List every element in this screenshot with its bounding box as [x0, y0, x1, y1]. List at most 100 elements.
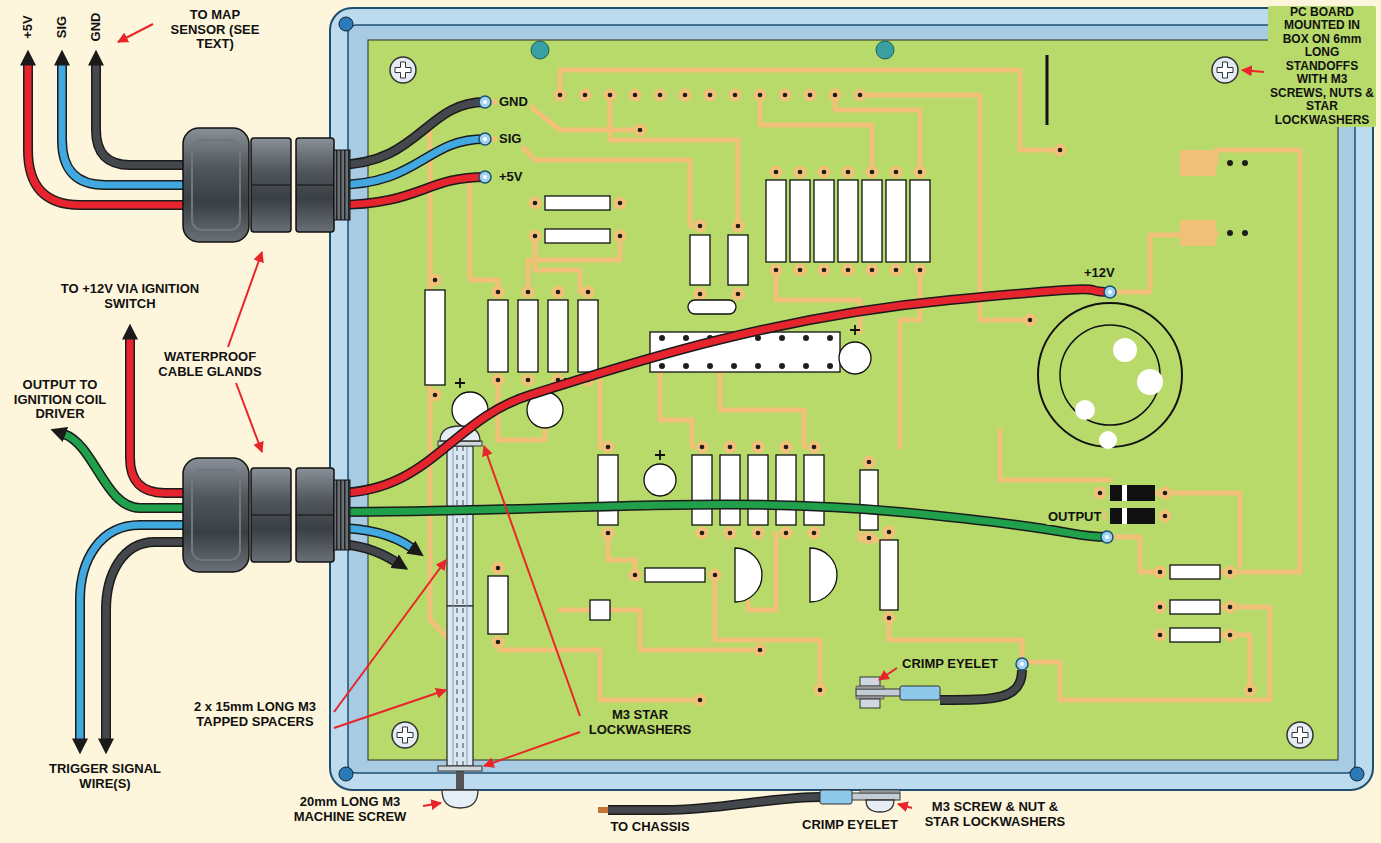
solder-pads: [529, 230, 542, 243]
callout-label: PC BOARD MOUNTED IN BOX ON 6mm LONG STAN…: [1268, 6, 1376, 127]
solder-pads: [602, 441, 615, 454]
piezo-transducer: [1075, 400, 1095, 420]
leader-arrow: [334, 690, 446, 728]
smd-pads: [1227, 160, 1233, 166]
solder-pads: [679, 89, 692, 102]
solder-pads: [818, 264, 831, 277]
wires: [940, 670, 1022, 700]
polarity-marks: [850, 325, 860, 335]
earth-eyelet-inside: [856, 686, 884, 689]
components: [880, 540, 898, 610]
solder-pads: [854, 89, 867, 102]
solder-pads: [704, 89, 717, 102]
solder-pads: [602, 527, 615, 540]
ic-pins: [707, 363, 713, 369]
pad-label: +5V: [497, 170, 525, 185]
wires: [608, 797, 822, 810]
board-screws: [390, 57, 416, 83]
ic-pins: [803, 335, 809, 341]
smd-pads: [1242, 160, 1248, 166]
solder-pads: [752, 441, 765, 454]
solder-pads: [914, 264, 927, 277]
solder-pads: [866, 166, 879, 179]
solder-pads: [752, 527, 765, 540]
solder-pads: [814, 684, 827, 697]
tapped-spacers: [463, 446, 464, 766]
solder-pads: [842, 264, 855, 277]
callout-label: TO MAP SENSOR (SEE TEXT): [167, 8, 264, 52]
solder-pads: [829, 89, 842, 102]
components: [910, 180, 930, 262]
copper-tracks: [900, 270, 920, 447]
enclosure: [339, 17, 353, 31]
components: [645, 568, 705, 582]
earth-eyelet-outside: [866, 800, 894, 812]
diodes: [1110, 508, 1155, 524]
callout-label: 2 x 15mm LONG M3 TAPPED SPACERS: [190, 700, 321, 729]
copper-tracks: [1022, 607, 1270, 700]
solder-pads: [818, 166, 831, 179]
pad-label: +12V: [1082, 266, 1117, 281]
leader-arrow: [484, 732, 580, 766]
components: [488, 576, 508, 634]
solder-pads: [614, 230, 627, 243]
smd-pads: [1180, 150, 1216, 176]
solder-pads: [724, 527, 737, 540]
callout-label: TRIGGER SIGNAL WIRE(S): [45, 762, 165, 791]
board-screws: [390, 57, 1313, 748]
enclosure: [330, 8, 1373, 790]
cable-gland: [183, 128, 350, 242]
enclosure: [339, 767, 353, 781]
ic-pins: [755, 363, 761, 369]
ic-pins: [779, 363, 785, 369]
pc-board: [531, 41, 549, 59]
solder-pads: [779, 89, 792, 102]
leader-arrow: [236, 383, 262, 452]
tapped-spacers: [457, 446, 458, 766]
solder-pads: [604, 89, 617, 102]
leader-arrow: [118, 24, 153, 42]
components: [838, 180, 858, 262]
polarity-marks: [655, 450, 665, 460]
tapped-spacers: [467, 446, 468, 766]
copper-tracks: [1107, 537, 1160, 572]
components: [720, 455, 740, 525]
earth-eyelet-inside: [856, 677, 940, 708]
wire-label: SIG: [55, 14, 70, 40]
wires: [335, 102, 485, 165]
solder-pads: [614, 197, 627, 210]
solder-pads: [552, 286, 565, 299]
piezo-transducer: [1137, 369, 1163, 395]
copper-tracks: [485, 139, 690, 226]
earth-eyelet-inside: [900, 686, 940, 700]
tapped-spacers: [447, 606, 473, 766]
solder-pads: [634, 124, 647, 137]
solder-pads: [808, 441, 821, 454]
solder-pads: [1224, 601, 1237, 614]
leader-arrow: [898, 804, 912, 808]
solder-pads: [492, 562, 505, 575]
components: [692, 455, 712, 525]
solder-pads: [883, 526, 896, 539]
leader-arrow: [228, 252, 262, 347]
solder-pads: [729, 89, 742, 102]
wire-label: +5V: [21, 13, 36, 41]
wires: [28, 64, 205, 205]
tapped-spacers: [453, 446, 454, 766]
solder-pads: [754, 644, 767, 657]
copper-tracks: [660, 372, 692, 447]
diodes: [1122, 508, 1127, 524]
components: [839, 342, 871, 374]
solder-pads: [522, 374, 535, 387]
callout-label: CRIMP EYELET: [900, 657, 1000, 672]
polarity-marks: [455, 378, 465, 388]
components: [425, 180, 1220, 642]
solder-pads: [883, 612, 896, 625]
solder-pads: [554, 89, 567, 102]
components: [886, 180, 906, 262]
solder-pads: [1154, 566, 1167, 579]
components: [790, 180, 810, 262]
copper-tracks: [528, 236, 620, 292]
earth-eyelet-inside: [860, 677, 880, 686]
components: [766, 180, 786, 262]
